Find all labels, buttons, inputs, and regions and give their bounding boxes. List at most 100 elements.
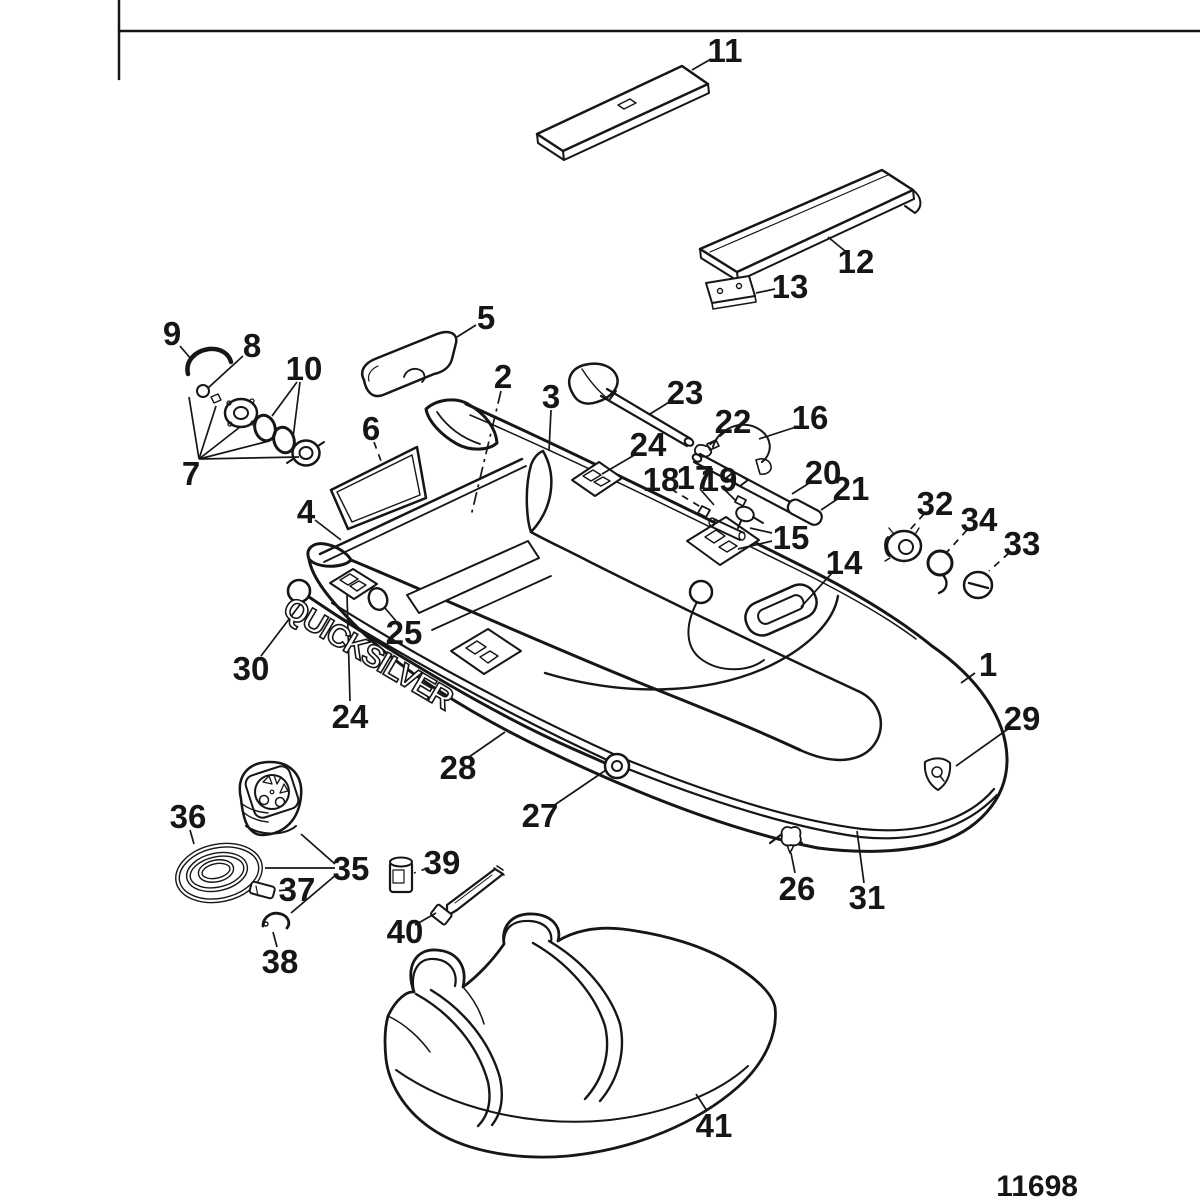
line-art-shape <box>403 367 426 383</box>
line-art-shape <box>249 398 255 404</box>
callout-19: 19 <box>701 461 738 498</box>
leader-line-16 <box>758 426 797 440</box>
line-art-shape <box>307 557 820 850</box>
line-art-shape <box>258 794 270 806</box>
leader-line-41 <box>695 1093 708 1112</box>
leader-line-33 <box>988 552 1010 572</box>
line-art-shape <box>738 531 746 541</box>
line-art-shape <box>336 454 421 523</box>
hose-fitting <box>248 880 276 900</box>
callout-11: 11 <box>708 32 743 69</box>
line-art-shape <box>286 441 325 464</box>
line-art-shape <box>462 986 485 1025</box>
line-art-shape <box>367 365 379 382</box>
leader-line-4 <box>314 519 342 541</box>
line-art-shape <box>465 640 499 664</box>
line-art-shape <box>210 393 222 404</box>
line-art-shape <box>223 397 259 429</box>
line-art-shape <box>709 518 745 541</box>
line-art-shape <box>367 587 389 611</box>
line-art-shape <box>454 874 493 904</box>
callout-16: 16 <box>792 399 829 436</box>
diagram-id-number: 11698 <box>996 1170 1078 1200</box>
line-art-shape <box>709 174 889 253</box>
callout-17: 17 <box>677 459 714 496</box>
repair-canister <box>388 856 414 894</box>
line-art-shape <box>687 601 765 671</box>
leader-line-20 <box>791 481 812 495</box>
line-art-shape <box>939 775 945 782</box>
line-art-shape <box>786 498 823 526</box>
floorboard-plate <box>705 275 757 310</box>
line-art-shape <box>199 860 233 882</box>
leader-line-38 <box>272 931 278 948</box>
line-art-shape <box>253 413 277 443</box>
leader-line-36 <box>189 829 195 845</box>
callout-14: 14 <box>826 544 863 581</box>
callout-35: 35 <box>333 850 370 887</box>
line-art-shape <box>737 189 915 282</box>
callout-1: 1 <box>979 646 997 683</box>
line-art-shape <box>688 579 714 605</box>
leader-line-3 <box>548 409 552 452</box>
leader-line-7 <box>198 440 270 460</box>
line-art-shape <box>599 387 693 448</box>
line-art-shape <box>226 400 232 406</box>
line-art-shape <box>529 530 862 694</box>
callout-38: 38 <box>262 943 299 980</box>
line-art-shape <box>904 189 922 214</box>
line-art-shape <box>307 595 607 765</box>
line-art-shape <box>274 796 286 808</box>
leader-line-30 <box>260 601 303 657</box>
leader-line-10 <box>292 381 301 439</box>
callout-26: 26 <box>779 870 816 907</box>
line-art-shape <box>786 498 823 526</box>
line-art-shape <box>704 529 738 553</box>
valve-parts-left <box>185 346 325 467</box>
callout-39: 39 <box>424 844 461 881</box>
line-art-shape <box>931 766 943 778</box>
line-art-shape <box>263 921 269 927</box>
callout-28: 28 <box>440 749 477 786</box>
line-art-shape <box>885 529 923 563</box>
line-art-shape <box>923 757 952 791</box>
line-art-shape <box>744 583 818 637</box>
line-art-shape <box>725 471 749 487</box>
line-art-shape <box>525 449 553 534</box>
line-art-shape <box>176 844 262 902</box>
callout-33: 33 <box>1004 525 1041 562</box>
leader-line-26 <box>790 852 796 874</box>
callout-10: 10 <box>286 350 323 387</box>
leader-line-39 <box>413 867 429 874</box>
hose-clip <box>261 911 291 930</box>
pump-hose <box>175 842 263 904</box>
line-art-shape <box>705 275 756 304</box>
leader-line-2 <box>470 390 502 517</box>
line-art-shape <box>493 865 505 876</box>
leader-line-12 <box>827 236 846 252</box>
line-art-shape <box>536 133 565 161</box>
line-art-shape <box>406 540 540 614</box>
line-art-shape <box>240 802 269 823</box>
leader-line-15 <box>749 527 773 534</box>
seat-cushion <box>360 330 458 398</box>
line-art-shape <box>306 542 353 568</box>
line-art-shape <box>884 536 890 557</box>
line-art-shape <box>581 368 609 400</box>
callout-13: 13 <box>772 268 809 305</box>
leader-line-27 <box>552 769 607 807</box>
leader-line-1 <box>960 672 976 684</box>
hull-assembly <box>286 398 1009 854</box>
callout-34: 34 <box>961 501 998 538</box>
callout-21: 21 <box>833 470 870 507</box>
line-art-shape <box>318 457 524 556</box>
line-art-shape <box>757 594 805 625</box>
line-art-shape <box>698 168 915 274</box>
line-art-shape <box>360 330 458 398</box>
callout-2: 2 <box>494 358 512 395</box>
callout-7: 7 <box>182 455 200 492</box>
line-art-shape <box>711 295 757 310</box>
leader-line-17 <box>699 488 715 506</box>
callout-24-2: 24 <box>332 698 369 735</box>
